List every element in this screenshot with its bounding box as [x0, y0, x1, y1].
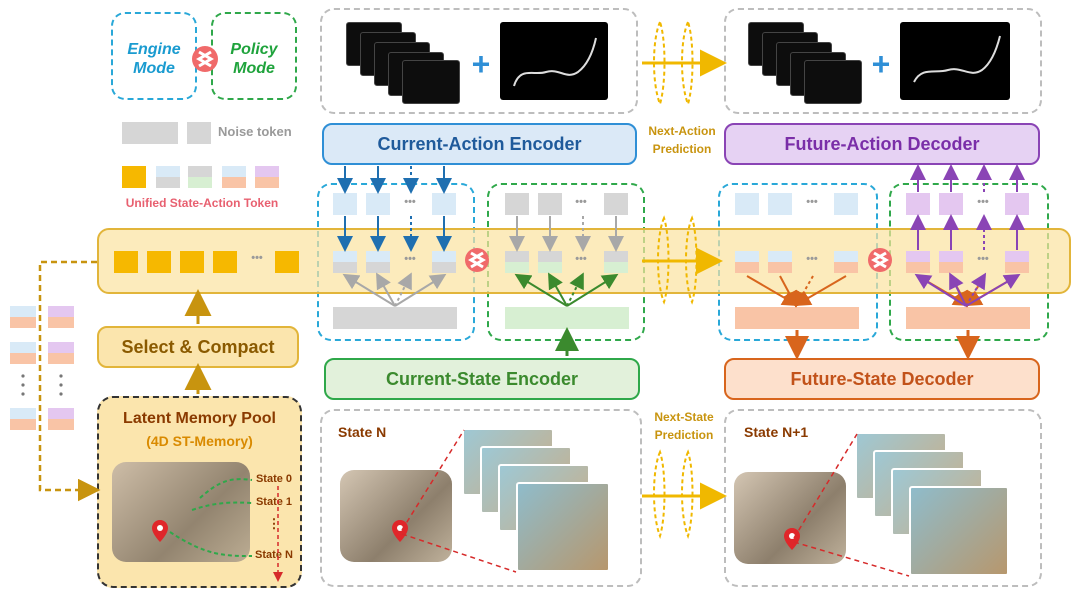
state-3d-render: [734, 472, 846, 564]
noise-input-token: [604, 193, 628, 215]
noise-token-label: Noise token: [218, 124, 292, 139]
plus-icon: +: [871, 46, 891, 82]
action-state-token: [432, 251, 456, 273]
memory-token: [180, 251, 204, 273]
future-unified-token: [906, 251, 930, 273]
current-state-encoder: Current-State Encoder: [324, 358, 640, 400]
state-latent-block: [505, 307, 629, 329]
unified-token-sample-1: [156, 166, 180, 188]
scene-frame: [909, 486, 1009, 576]
future-action-output-token: [735, 193, 759, 215]
current-action-frames-box: [320, 8, 638, 114]
mode-switch-icon: [463, 246, 491, 274]
house-3d-render: [112, 462, 250, 562]
ellipsis: •••: [806, 196, 818, 208]
select-compact-module: Select & Compact: [97, 326, 299, 368]
future-state-output-block: [906, 307, 1030, 329]
policy-mode-label: Policy Mode: [230, 41, 278, 77]
memory-token: [275, 251, 299, 273]
memory-column-token: [10, 408, 36, 430]
ellipsis: •••: [575, 196, 587, 208]
future-action-decoder: Future-Action Decoder: [724, 123, 1040, 165]
memory-token: [147, 251, 171, 273]
memory-pool-title: Latent Memory Pool: [123, 410, 276, 427]
plus-icon: +: [471, 46, 491, 82]
future-unified-token: [939, 251, 963, 273]
unified-token-sample-2: [188, 166, 212, 188]
ellipsis: •••: [404, 253, 416, 265]
memory-pool-subtitle: (4D ST-Memory): [146, 433, 253, 449]
ellipsis: •••: [806, 253, 818, 265]
scene-frame: [516, 482, 610, 572]
next-state-prediction-label: Next-State Prediction: [654, 410, 714, 442]
action-trajectory-image: [900, 22, 1010, 100]
memory-column-token: [48, 408, 74, 430]
memory-state-n: State N: [255, 549, 293, 561]
unified-token-label: Unified State-Action Token: [125, 196, 279, 210]
mode-switch-icon: [866, 246, 894, 274]
unified-token-sample-4: [255, 166, 279, 188]
future-action-token: [939, 193, 963, 215]
memory-state-ellipsis: ⋮: [267, 516, 281, 531]
unified-token-sample-orange: [122, 166, 146, 188]
mode-switch-icon: [190, 44, 220, 74]
current-state-label: State N: [338, 424, 387, 440]
future-mixed-token: [735, 251, 759, 273]
memory-state-1: State 1: [255, 496, 293, 508]
state-action-token: [505, 251, 529, 273]
noise-input-token: [505, 193, 529, 215]
ellipsis: •••: [977, 196, 989, 208]
future-action-output-token: [834, 193, 858, 215]
state-3d-render: [340, 470, 452, 562]
future-state-label: State N+1: [744, 424, 809, 440]
action-frame: [402, 60, 460, 104]
noise-state-block: [333, 307, 457, 329]
memory-column-token: [48, 306, 74, 328]
action-trajectory-image: [500, 22, 608, 100]
noise-input-token: [538, 193, 562, 215]
future-mixed-token: [768, 251, 792, 273]
unified-token-sample-3: [222, 166, 246, 188]
state-action-token: [604, 251, 628, 273]
action-input-token: [333, 193, 357, 215]
action-input-token: [432, 193, 456, 215]
future-action-token: [906, 193, 930, 215]
memory-column-token: [10, 306, 36, 328]
future-mixed-token: [834, 251, 858, 273]
engine-mode-label: Engine Mode: [127, 41, 181, 77]
future-unified-token: [1005, 251, 1029, 273]
ellipsis: •••: [404, 196, 416, 208]
location-pin-icon: [152, 520, 168, 542]
action-input-token: [366, 193, 390, 215]
memory-column-token: [10, 342, 36, 364]
ellipsis: •••: [251, 252, 263, 264]
action-state-token: [333, 251, 357, 273]
ellipsis: •••: [575, 253, 587, 265]
future-state-block: [735, 307, 859, 329]
memory-token: [114, 251, 138, 273]
ellipsis: •••: [977, 253, 989, 265]
future-action-token: [1005, 193, 1029, 215]
next-action-prediction-label: Next-Action Prediction: [648, 124, 716, 156]
noise-token-sample: [187, 122, 211, 144]
future-action-output-token: [768, 193, 792, 215]
memory-column-token: [48, 342, 74, 364]
current-state-frames-box: [320, 409, 642, 587]
memory-token: [213, 251, 237, 273]
action-frame: [804, 60, 862, 104]
action-state-token: [366, 251, 390, 273]
memory-state-0: State 0: [255, 473, 293, 485]
state-action-token: [538, 251, 562, 273]
current-action-encoder: Current-Action Encoder: [322, 123, 637, 165]
future-state-decoder: Future-State Decoder: [724, 358, 1040, 400]
noise-token-sample-wide: [122, 122, 178, 144]
